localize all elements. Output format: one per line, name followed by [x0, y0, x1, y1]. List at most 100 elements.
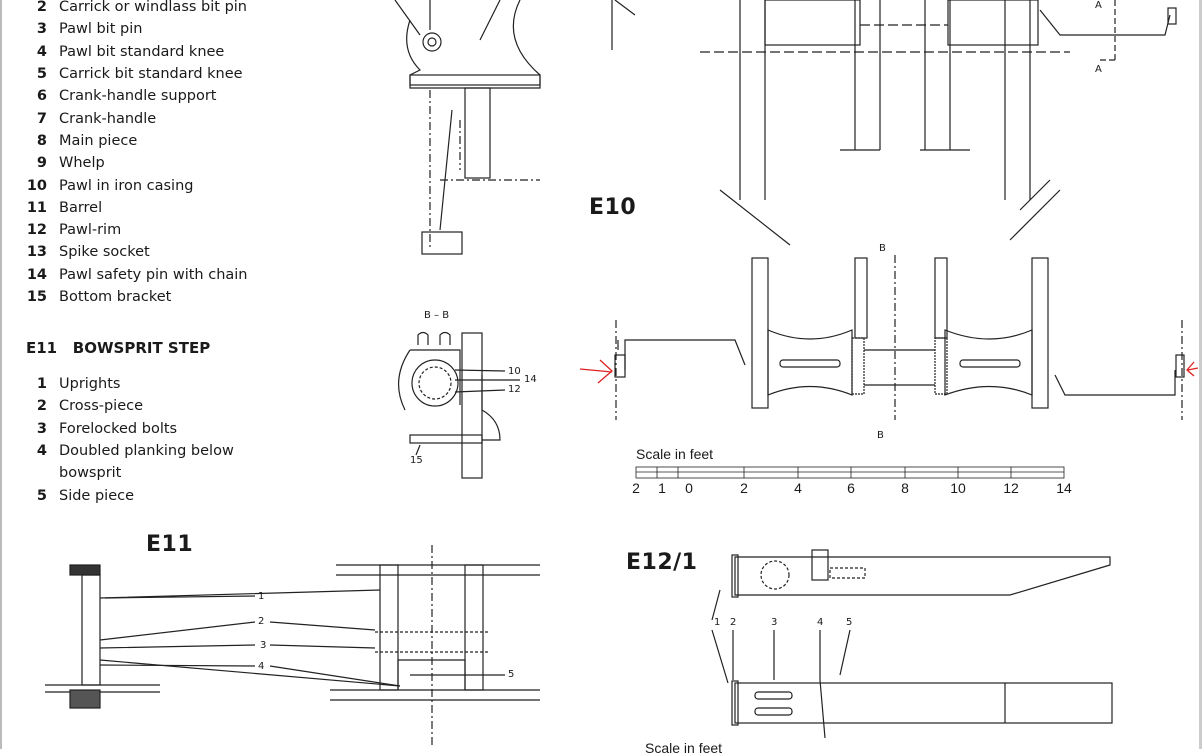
- scale-tick-label: 8: [901, 480, 909, 496]
- legend-number: 4: [36, 43, 47, 60]
- legend-text: Spike socket: [59, 244, 150, 261]
- legend-item: 7 Crank-handle: [24, 107, 248, 129]
- legend-number: 5: [36, 487, 47, 504]
- scale-tick-label: 12: [1003, 480, 1019, 496]
- figure-label-e10: E10: [589, 195, 637, 220]
- legend-text: Forelocked bolts: [59, 420, 178, 437]
- legend-number: 8: [36, 132, 47, 149]
- legend-number: 7: [36, 110, 47, 127]
- red-annotation-arrows: [579, 359, 1199, 384]
- scale-bar: [635, 466, 1065, 479]
- scale-tick-label: 6: [847, 480, 855, 496]
- scale-tick-label: 1: [658, 480, 666, 496]
- legend-item: 5 Side piece: [24, 484, 234, 506]
- scale-tick-label: 14: [1056, 480, 1072, 496]
- legend-number: 14: [26, 266, 47, 283]
- legend-number: 11: [26, 199, 47, 216]
- legend-text: Uprights: [59, 376, 121, 393]
- red-arrow-left-icon: [579, 359, 613, 384]
- legend-item: 8 Main piece: [24, 130, 248, 152]
- page-edge-right: [1199, 0, 1202, 749]
- section-bb-drawing: [397, 331, 520, 479]
- legend-text: Carrick bit standard knee: [59, 66, 243, 83]
- section-marker-a-top: A: [1095, 0, 1102, 11]
- figure-label-e12: E12/1: [626, 550, 698, 575]
- legend-text: Pawl bit pin: [59, 21, 143, 38]
- legend-number: 9: [36, 155, 47, 172]
- bottom-scale-title-partial: Scale in feet: [645, 740, 723, 756]
- legend-text: Pawl-rim: [59, 222, 122, 239]
- legend-number: 10: [26, 177, 47, 194]
- callout-12: 12: [508, 384, 521, 395]
- legend-text: Crank-handle: [59, 110, 157, 127]
- legend-text: Pawl safety pin with chain: [59, 266, 248, 283]
- legend-number: 1: [36, 376, 47, 393]
- legend-item: 14 Pawl safety pin with chain: [24, 264, 248, 286]
- e12-callout-5: 5: [846, 617, 853, 628]
- legend-text: Pawl bit standard knee: [59, 43, 225, 60]
- legend-item: 9 Whelp: [24, 152, 248, 174]
- legend-number: 5: [36, 66, 47, 83]
- legend-text: Side piece: [59, 487, 135, 504]
- legend-text: Cross-piece: [59, 398, 144, 415]
- section-bb-label: B – B: [424, 310, 450, 321]
- legend-number: 3: [36, 21, 47, 38]
- e11-callout-3: 3: [260, 640, 267, 651]
- e12-callout-1: 1: [714, 617, 721, 628]
- legend-item: 10 Pawl in iron casing: [24, 174, 248, 196]
- legend-text: Pawl in iron casing: [59, 177, 194, 194]
- callout-10: 10: [508, 366, 521, 377]
- e12-callout-2: 2: [730, 617, 737, 628]
- legend-text: Doubled planking below bowsprit: [59, 442, 234, 481]
- scale-title: Scale in feet: [636, 446, 714, 462]
- e11-callout-1: 1: [258, 591, 265, 602]
- scale-tick-label: 4: [794, 480, 802, 496]
- legend-number: 4: [36, 442, 47, 459]
- e11-callout-4: 4: [258, 661, 265, 672]
- callout-15: 15: [410, 455, 423, 466]
- e12-callout-3: 3: [771, 617, 778, 628]
- scale-tick-label: 2: [740, 480, 748, 496]
- legend-text: Whelp: [59, 155, 105, 172]
- e10-front-elevation: [611, 0, 1177, 246]
- legend-number: 6: [36, 88, 47, 105]
- legend-item: 3 Forelocked bolts: [24, 418, 234, 440]
- legend-number: 13: [26, 244, 47, 261]
- figure-label-e11: E11: [146, 532, 194, 557]
- legend-item: 4 Pawl bit standard knee: [24, 41, 248, 63]
- legend-item: 1 Uprights: [24, 373, 234, 395]
- callout-14: 14: [524, 374, 537, 385]
- legend-item: 11 Barrel: [24, 197, 248, 219]
- e12-drawing: [711, 549, 1113, 739]
- legend-item: 3 Pawl bit pin: [24, 18, 248, 40]
- legend-number: 12: [26, 222, 47, 239]
- e10-plan-view: [614, 255, 1185, 420]
- legend-item: 6 Crank-handle support: [24, 85, 248, 107]
- e10-side-elevation: [394, 0, 541, 255]
- legend-text: Barrel: [59, 199, 103, 216]
- legend-text: Main piece: [59, 132, 138, 149]
- legend-item: 5 Carrick bit standard knee: [24, 63, 248, 85]
- legend-text: Carrick or windlass bit pin: [59, 0, 247, 16]
- e11-heading: E11 BOWSPRIT STEP: [26, 339, 211, 357]
- page-edge-left: [0, 0, 2, 749]
- legend-text: Crank-handle support: [59, 88, 217, 105]
- e12-callout-4: 4: [817, 617, 824, 628]
- e11-callout-5: 5: [508, 669, 515, 680]
- legend-item: 13 Spike socket: [24, 241, 248, 263]
- legend-number: 3: [36, 420, 47, 437]
- legend-number: 2: [36, 398, 47, 415]
- e11-callout-2: 2: [258, 616, 265, 627]
- legend-text: Bottom bracket: [59, 289, 172, 305]
- section-marker-b-top: B: [879, 243, 886, 254]
- red-arrow-right-icon: [1186, 361, 1199, 377]
- legend-item: 15 Bottom bracket: [24, 286, 248, 308]
- legend-number: 15: [26, 289, 47, 305]
- section-marker-a-bottom: A: [1095, 64, 1102, 75]
- scale-tick-label: 0: [685, 480, 693, 496]
- scale-tick-label: 2: [632, 480, 640, 496]
